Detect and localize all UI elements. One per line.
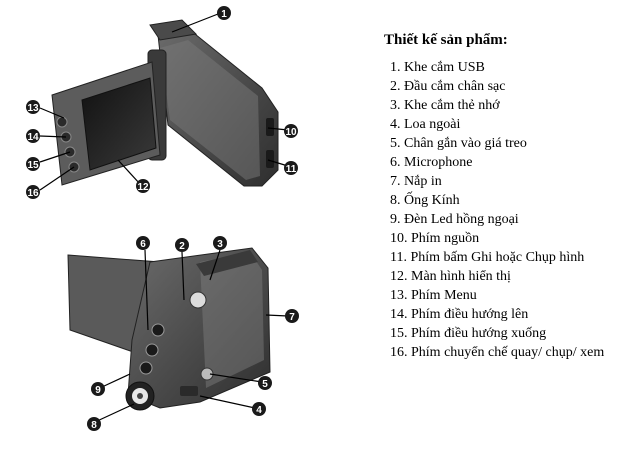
svg-text:5: 5	[262, 379, 268, 390]
legend-item: 10. Phím nguồn	[390, 231, 480, 246]
parts-legend: Thiết kế sản phẩm: 1. Khe cắm USB 2. Đầu…	[384, 32, 634, 362]
legend-item: 14. Phím điều hướng lên	[390, 307, 529, 322]
svg-text:6: 6	[140, 239, 146, 250]
svg-text:8: 8	[91, 420, 97, 431]
svg-text:7: 7	[289, 312, 295, 323]
legend-item: 2. Đầu cắm chân sạc	[390, 79, 506, 94]
svg-text:2: 2	[179, 241, 185, 252]
callout-16: 16	[26, 185, 40, 199]
legend-item: 15. Phím điều hướng xuống	[390, 326, 547, 341]
callout-8: 8	[87, 417, 101, 431]
callout-1: 1	[217, 6, 231, 20]
camera-bottom-view	[67, 247, 271, 411]
legend-item: 5. Chân gắn vào giá treo	[390, 136, 527, 151]
svg-text:11: 11	[286, 164, 297, 175]
callout-6: 6	[136, 236, 150, 250]
svg-text:14: 14	[27, 132, 39, 143]
legend-item: 16. Phím chuyển chế quay/ chụp/ xem	[390, 345, 605, 360]
legend-item: 6. Microphone	[390, 155, 473, 170]
svg-text:16: 16	[27, 188, 39, 199]
legend-item: 7. Nắp in	[390, 174, 442, 189]
legend-item: 8. Ống Kính	[390, 193, 460, 208]
callout-15: 15	[26, 157, 40, 171]
callout-2: 2	[175, 238, 189, 252]
legend-item: 4. Loa ngoài	[390, 117, 461, 132]
callout-5: 5	[258, 376, 272, 390]
callout-11: 11	[284, 161, 298, 175]
camera-diagram: 1 10 11 12 13 14 15 16 6 2 3 7 5 4 9 8	[26, 6, 299, 431]
camera-top-view	[51, 19, 279, 187]
callout-10: 10	[284, 124, 298, 138]
callout-9: 9	[91, 382, 105, 396]
svg-text:4: 4	[256, 405, 262, 416]
legend-title: Thiết kế sản phẩm:	[384, 32, 508, 48]
callouts: 1 10 11 12 13 14 15 16 6 2 3 7 5 4 9 8	[26, 6, 299, 431]
svg-text:12: 12	[137, 182, 149, 193]
legend-item: 12. Màn hình hiển thị	[390, 269, 511, 284]
callout-4: 4	[252, 402, 266, 416]
svg-text:10: 10	[285, 127, 297, 138]
callout-14: 14	[26, 129, 40, 143]
callout-12: 12	[136, 179, 150, 193]
svg-text:1: 1	[221, 9, 227, 20]
legend-item: 13. Phím Menu	[390, 288, 477, 303]
legend-list: 1. Khe cắm USB 2. Đầu cắm chân sạc 3. Kh…	[384, 58, 634, 362]
svg-text:13: 13	[27, 103, 39, 114]
legend-item: 1. Khe cắm USB	[390, 60, 485, 75]
legend-item: 3. Khe cắm thẻ nhớ	[390, 98, 500, 113]
callout-13: 13	[26, 100, 40, 114]
legend-item: 11. Phím bấm Ghi hoặc Chụp hình	[390, 250, 585, 265]
svg-text:3: 3	[217, 239, 223, 250]
svg-text:9: 9	[95, 385, 101, 396]
svg-text:15: 15	[27, 160, 39, 171]
callout-3: 3	[213, 236, 227, 250]
legend-item: 9. Đèn Led hồng ngoại	[390, 212, 519, 227]
callout-7: 7	[285, 309, 299, 323]
